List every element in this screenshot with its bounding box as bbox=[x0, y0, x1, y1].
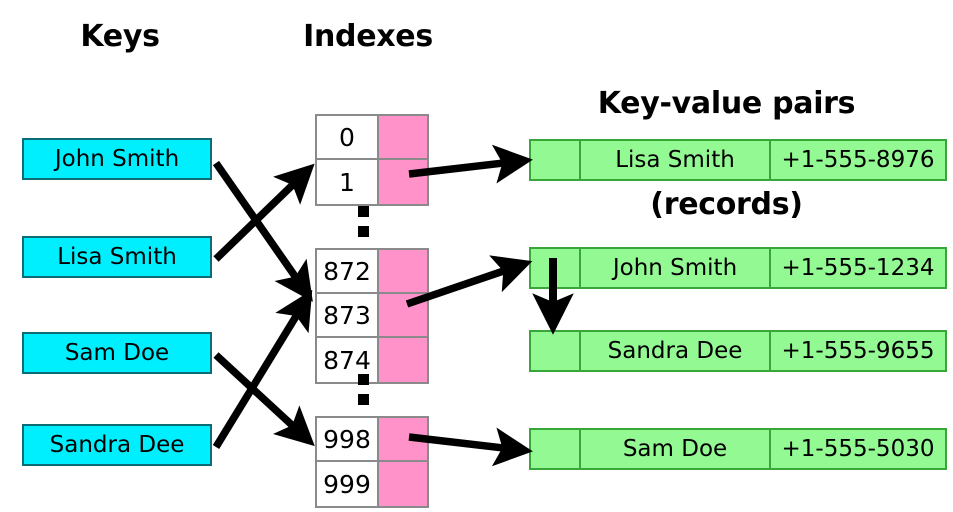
index-row-999[interactable]: 999 bbox=[317, 462, 427, 506]
index-number-0: 0 bbox=[317, 116, 379, 158]
index-row-872[interactable]: 872 bbox=[317, 250, 427, 294]
index-group-low: 0 1 bbox=[315, 114, 429, 206]
column-title-records: Key-value pairs (records) bbox=[500, 20, 953, 289]
index-slot-1[interactable] bbox=[379, 160, 427, 204]
vertical-ellipsis-icon-upper bbox=[358, 206, 372, 237]
arrow-sam-doe-to-998 bbox=[213, 352, 315, 447]
record-name-john-smith: John Smith bbox=[581, 249, 771, 287]
record-row-sandra-dee[interactable]: Sandra Dee +1-555-9655 bbox=[529, 330, 947, 372]
index-row-874[interactable]: 874 bbox=[317, 338, 427, 382]
column-title-records-line1: Key-value pairs bbox=[597, 86, 856, 122]
index-row-998[interactable]: 998 bbox=[317, 418, 427, 462]
column-title-keys: Keys bbox=[80, 19, 160, 54]
index-number-1: 1 bbox=[317, 160, 379, 204]
record-name-sam-doe: Sam Doe bbox=[581, 430, 771, 468]
index-row-1[interactable]: 1 bbox=[317, 160, 427, 204]
index-group-high: 998 999 bbox=[315, 416, 429, 508]
record-row-lisa-smith[interactable]: Lisa Smith +1-555-8976 bbox=[529, 139, 947, 181]
column-title-records-line2: (records) bbox=[650, 186, 803, 222]
vertical-ellipsis-icon-lower bbox=[358, 374, 372, 405]
record-phone-sam-doe: +1-555-5030 bbox=[781, 436, 935, 462]
index-number-873: 873 bbox=[317, 294, 379, 336]
record-name-sandra-dee: Sandra Dee bbox=[581, 332, 771, 370]
key-box-lisa-smith[interactable]: Lisa Smith bbox=[22, 236, 212, 278]
record-phone-lisa-smith: +1-555-8976 bbox=[781, 147, 935, 173]
record-name-lisa-smith: Lisa Smith bbox=[581, 141, 771, 179]
key-box-sandra-dee[interactable]: Sandra Dee bbox=[22, 424, 212, 466]
key-box-sam-doe[interactable]: Sam Doe bbox=[22, 332, 212, 374]
index-number-998: 998 bbox=[317, 418, 379, 460]
arrow-lisa-smith-to-1 bbox=[213, 163, 315, 262]
record-phone-sandra-dee: +1-555-9655 bbox=[781, 338, 935, 364]
index-slot-873[interactable] bbox=[379, 294, 427, 336]
index-number-999: 999 bbox=[317, 462, 379, 506]
index-slot-0[interactable] bbox=[379, 116, 427, 158]
arrow-john-smith-to-873 bbox=[212, 160, 313, 302]
record-phone-john-smith: +1-555-1234 bbox=[781, 255, 935, 281]
record-pointer-cell-sandra-dee[interactable] bbox=[531, 332, 581, 370]
record-pointer-cell-john-smith[interactable] bbox=[531, 249, 581, 287]
index-slot-874[interactable] bbox=[379, 338, 427, 382]
arrow-sandra-dee-to-873 bbox=[212, 289, 313, 449]
record-pointer-cell-lisa-smith[interactable] bbox=[531, 141, 581, 179]
index-group-mid: 872 873 874 bbox=[315, 248, 429, 384]
record-row-sam-doe[interactable]: Sam Doe +1-555-5030 bbox=[529, 428, 947, 470]
index-slot-872[interactable] bbox=[379, 250, 427, 292]
index-number-872: 872 bbox=[317, 250, 379, 292]
record-row-john-smith[interactable]: John Smith +1-555-1234 bbox=[529, 247, 947, 289]
index-row-873[interactable]: 873 bbox=[317, 294, 427, 338]
index-slot-998[interactable] bbox=[379, 418, 427, 460]
index-row-0[interactable]: 0 bbox=[317, 116, 427, 160]
key-box-john-smith[interactable]: John Smith bbox=[22, 138, 212, 180]
column-title-indexes: Indexes bbox=[303, 19, 433, 54]
record-pointer-cell-sam-doe[interactable] bbox=[531, 430, 581, 468]
index-slot-999[interactable] bbox=[379, 462, 427, 506]
